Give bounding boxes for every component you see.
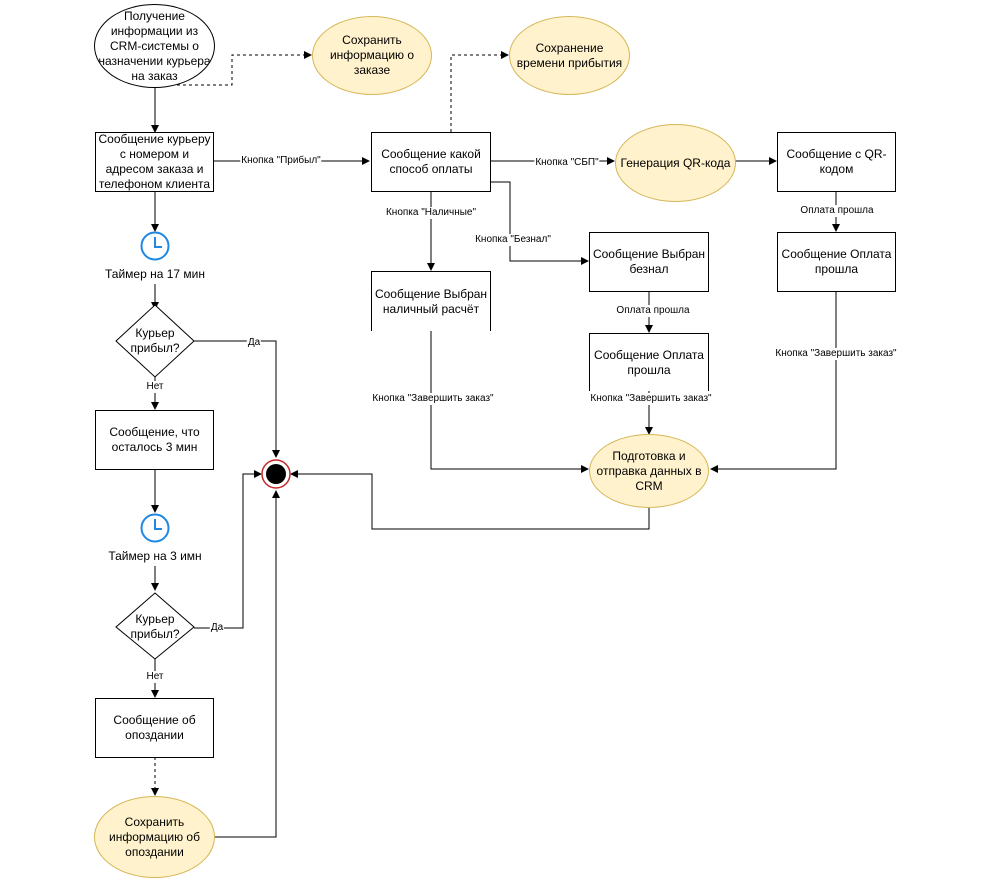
label-btn-sbp: Кнопка "СБП" — [534, 157, 600, 169]
node-timer17-label: Таймер на 17 мин — [105, 266, 205, 281]
label-btn-cash: Кнопка "Наличные" — [384, 207, 478, 219]
label-finish-cash: Кнопка "Завершить заказ" — [371, 393, 495, 405]
node-decision-2: Курьер прибыл? — [130, 612, 180, 641]
edge-payment-to-save-arrival — [450, 51, 509, 132]
label-yes-1: Да — [246, 337, 262, 349]
label-btn-cashless: Кнопка "Безнал" — [474, 234, 552, 246]
node-save-order-info-text: Сохранить информацию о заказе — [329, 33, 415, 77]
node-save-late-info: Сохранить информацию об опоздании — [94, 796, 215, 878]
node-save-arrival-time: Сохранение времени прибытия — [509, 16, 630, 95]
label-finish-qr: Кнопка "Завершить заказ" — [774, 348, 898, 360]
node-save-order-info: Сохранить информацию о заказе — [312, 16, 432, 95]
node-msg-courier-text: Сообщение курьеру с номером и адресом за… — [98, 132, 211, 191]
edge-paid-qr-to-crm — [710, 291, 837, 473]
label-btn-arrived: Кнопка "Прибыл" — [240, 155, 322, 167]
edge-save-late-to-end — [215, 490, 280, 838]
timer-17-icon — [140, 231, 170, 261]
node-gen-qr: Генерация QR-кода — [615, 124, 736, 202]
node-crm-info: Получение информации из CRM-системы о на… — [94, 4, 215, 88]
node-decision-1: Курьер прибыл? — [130, 326, 180, 355]
timer-3-icon — [140, 513, 170, 543]
decision-2-shape — [115, 592, 195, 660]
label-paid-qr: Оплата прошла — [799, 205, 875, 217]
node-msg-courier: Сообщение курьеру с номером и адресом за… — [95, 132, 214, 192]
node-msg-cashless: Сообщение Выбран безнал — [589, 232, 709, 292]
label-paid-cashless: Оплата прошла — [615, 305, 691, 317]
node-msg-payment: Сообщение какой способ оплаты — [371, 132, 491, 192]
end-event-icon — [261, 459, 291, 489]
decision-1-shape — [115, 304, 195, 378]
label-no-2: Нет — [145, 671, 165, 683]
edge-decision1-yes — [194, 340, 280, 458]
node-msg-cash: Сообщение Выбран наличный расчёт — [371, 271, 491, 331]
node-crm-info-text: Получение информации из CRM-системы о на… — [98, 8, 211, 83]
node-msg-qr: Сообщение с QR-кодом — [777, 132, 896, 192]
node-prepare-send-crm: Подготовка и отправка данных в CRM — [589, 434, 709, 508]
node-msg-3min: Сообщение, что осталось 3 мин — [95, 410, 214, 470]
edge-cash-to-crm — [430, 331, 589, 473]
node-timer3-label: Таймер на 3 имн — [108, 548, 202, 563]
label-yes-2: Да — [209, 622, 225, 634]
node-msg-paid-cashless: Сообщение Оплата прошла — [589, 333, 709, 391]
edge-crm-to-end — [290, 470, 650, 530]
node-msg-paid-qr: Сообщение Оплата прошла — [777, 232, 896, 292]
label-no-1: Нет — [145, 381, 165, 393]
node-msg-late: Сообщение об опоздании — [95, 698, 214, 758]
label-finish-cashless: Кнопка "Завершить заказ" — [589, 393, 713, 405]
edge-payment-to-cashless — [490, 181, 589, 265]
